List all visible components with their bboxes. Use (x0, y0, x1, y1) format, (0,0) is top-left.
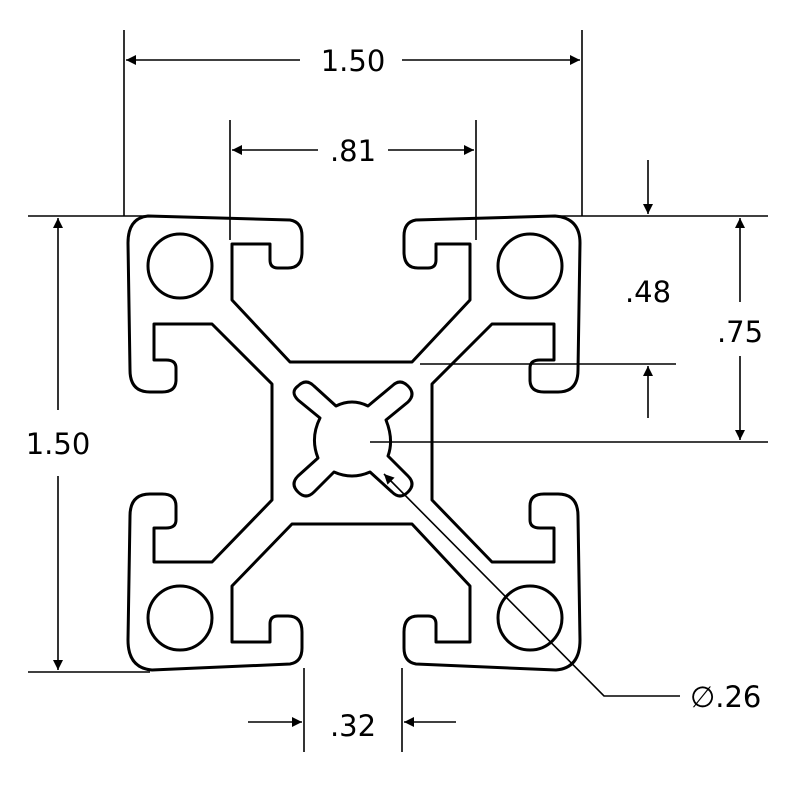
center-bore-label: ∅.26 (690, 680, 761, 714)
corner-hole-bottom-right (496, 584, 564, 652)
slot-spacing-label: .81 (330, 134, 376, 168)
slot-opening-label: .32 (330, 709, 376, 743)
dimension-center-bore: ∅.26 (383, 473, 761, 714)
dimension-overall-width: 1.50 (123, 30, 583, 216)
overall-height-label: 1.50 (26, 427, 91, 461)
overall-width-label: 1.50 (321, 44, 386, 78)
dimension-center-offset: .75 (370, 218, 768, 443)
center-cross-cavity (292, 380, 414, 498)
dimension-slot-depth: .48 (420, 160, 768, 418)
dimension-slot-spacing: .81 (229, 120, 477, 240)
corner-hole-bottom-left (146, 584, 214, 652)
dimension-slot-opening: .32 (248, 668, 456, 752)
profile-outer-contour (126, 214, 582, 672)
dimension-overall-height: 1.50 (26, 215, 150, 673)
center-offset-label: .75 (717, 315, 763, 349)
corner-hole-top-left (146, 232, 214, 300)
slot-depth-label: .48 (625, 275, 671, 309)
corner-hole-top-right (496, 232, 564, 300)
profile-cross-section (126, 214, 582, 672)
